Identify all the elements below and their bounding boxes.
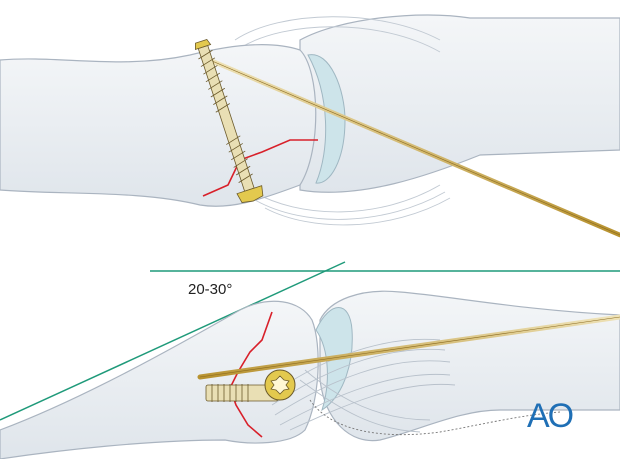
bottom-dotted-outline [309,399,561,436]
angle-label: 20-30° [188,281,233,298]
bottom-lag-screw [205,369,296,402]
top-lag-screw [194,38,264,204]
top-view [0,14,620,238]
top-joint-cartilage [307,54,346,184]
angled-reference-line [0,261,346,421]
top-proximal-bone [0,43,317,207]
top-distal-bone [299,14,620,193]
ao-logo: AO [527,397,574,435]
bottom-fracture-line [229,311,273,438]
bottom-distal-bone [319,290,620,442]
top-ligament-lines [234,16,451,226]
bottom-view [0,261,620,459]
top-fracture-line [202,139,318,197]
torx-recess-icon [270,375,290,395]
